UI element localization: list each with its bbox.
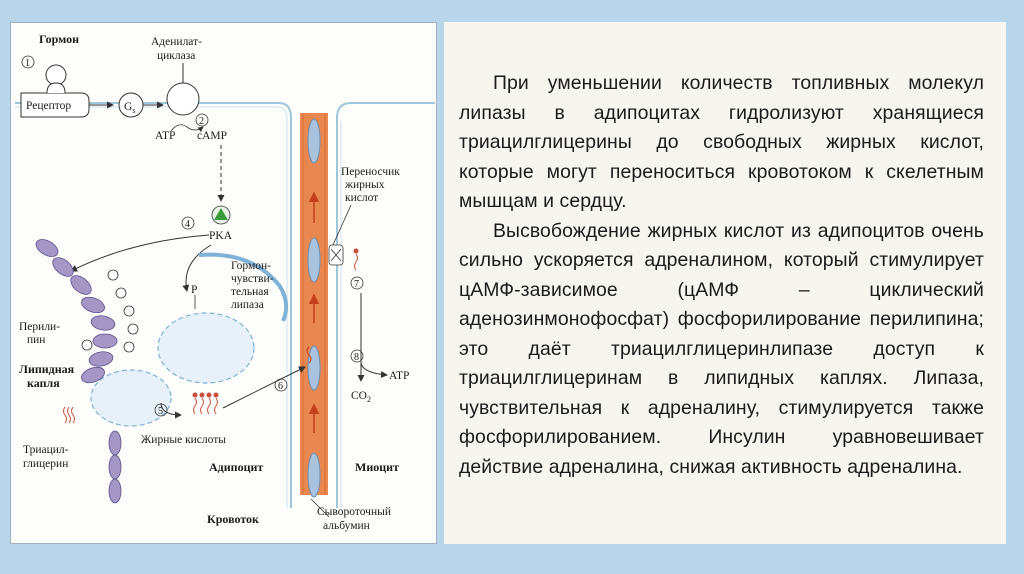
- label-adipocyte: Адипоцит: [209, 460, 263, 474]
- label-co2: CO2: [351, 390, 371, 404]
- svg-text:липаза: липаза: [231, 299, 264, 311]
- label-adenylate-cyclase-2: циклаза: [157, 50, 195, 62]
- label-transporter-2: жирных: [344, 179, 385, 191]
- hormone-sensitive-lipase: Гормон- чувстви- тельная липаза: [199, 255, 286, 321]
- hormone: [46, 65, 66, 85]
- label-albumin-1: Сывороточный: [317, 506, 391, 518]
- paragraph-2: Высвобождение жирных кислот из адипоцито…: [459, 217, 984, 483]
- myocyte-membrane: [337, 103, 435, 118]
- label-albumin-2: альбумин: [323, 520, 370, 532]
- phosphate-hsl: P: [191, 284, 197, 296]
- fatty-acid-transporter: [329, 245, 343, 265]
- label-perilipin-2: пин: [27, 334, 45, 346]
- svg-text:тельная: тельная: [231, 286, 269, 298]
- label-camp: cAMP: [197, 130, 227, 142]
- label-fatty-acids: Жирные кислоты: [141, 434, 226, 446]
- step-6: 6: [278, 381, 283, 392]
- label-pka: PKA: [209, 230, 233, 242]
- label-bloodstream: Кровоток: [207, 512, 259, 526]
- explanation-panel: При уменьшении количеств топливных молек…: [444, 22, 1006, 544]
- step-1: 1: [25, 58, 30, 69]
- label-triacylglycerol-1: Триацил-: [23, 444, 69, 456]
- label-receptor: Рецептор: [26, 100, 71, 112]
- paragraph-1: При уменьшении количеств топливных молек…: [459, 69, 984, 217]
- diagram-svg: Гормон 1 Рецептор Gs Аденилат- циклаза 2…: [11, 23, 438, 545]
- step-5: 5: [158, 406, 163, 417]
- label-lipid-droplet-1: Липидная: [19, 362, 75, 376]
- triacylglycerol: [64, 407, 75, 423]
- free-fatty-acids: [193, 393, 219, 415]
- label-adenylate-cyclase-1: Аденилат-: [151, 36, 202, 48]
- step-2: 2: [199, 116, 204, 127]
- svg-text:чувстви-: чувстви-: [231, 273, 274, 285]
- adipocyte-diagram: Гормон 1 Рецептор Gs Аденилат- циклаза 2…: [10, 22, 437, 544]
- label-hormone: Гормон: [39, 32, 79, 46]
- label-atp-top: ATP: [155, 130, 175, 142]
- label-lipid-droplet-2: капля: [27, 376, 60, 390]
- step-7: 7: [354, 279, 359, 290]
- label-triacylglycerol-2: глицерин: [23, 458, 68, 470]
- label-atp-right: ATP: [389, 370, 409, 382]
- label-transporter-1: Переносчик: [341, 166, 400, 178]
- label-transporter-3: кислот: [345, 192, 378, 204]
- step-8: 8: [354, 352, 359, 363]
- adenylate-cyclase: [167, 83, 199, 115]
- step-4: 4: [185, 219, 190, 230]
- svg-text:Гормон-: Гормон-: [231, 260, 271, 272]
- label-myocyte: Миоцит: [355, 460, 399, 474]
- lipid-droplet: [158, 313, 254, 383]
- label-perilipin-1: Перили-: [19, 321, 60, 333]
